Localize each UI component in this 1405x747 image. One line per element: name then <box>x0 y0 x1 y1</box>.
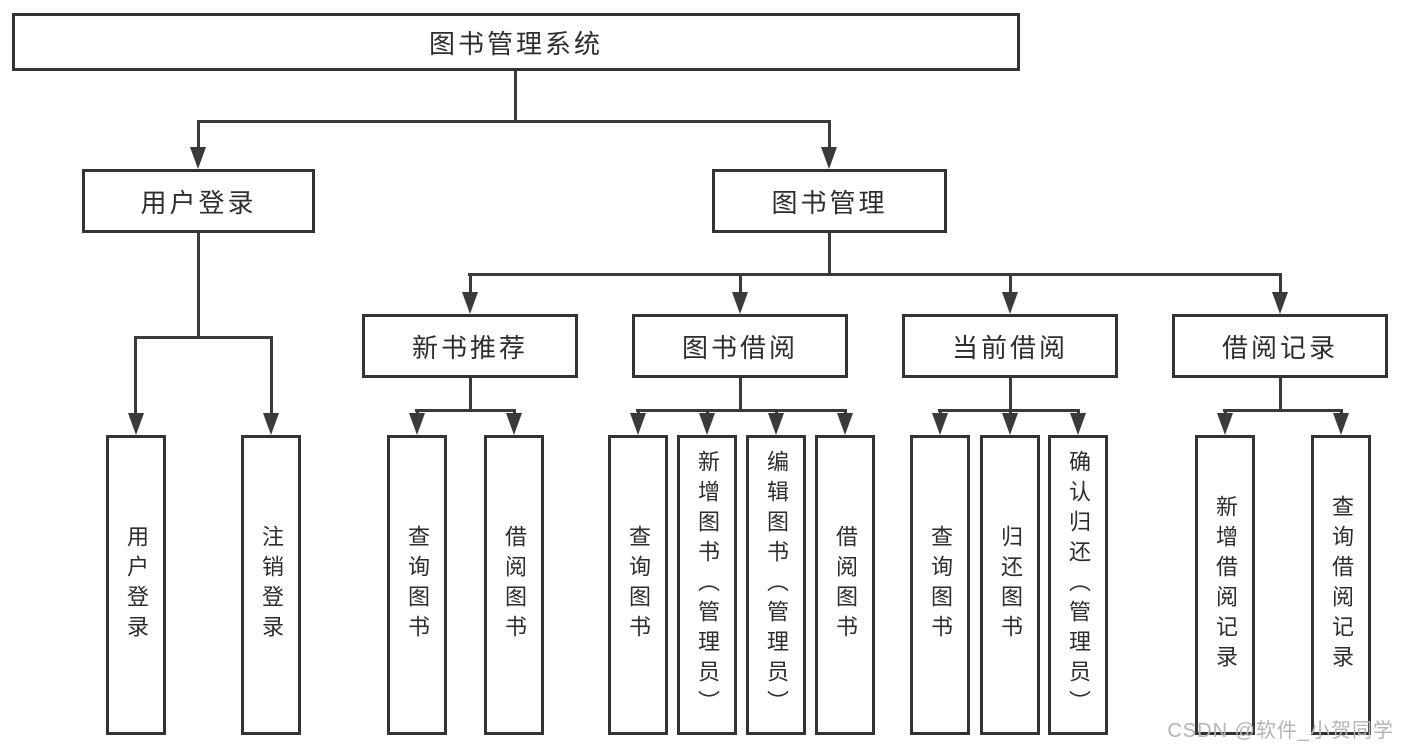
connector-line <box>416 409 419 415</box>
connector-line <box>197 120 200 147</box>
arrowhead-down-icon <box>1217 413 1233 435</box>
leaf-bb-edit-book-admin: 编辑图书（管理员） <box>746 435 806 735</box>
connector-book-mgmt-bar <box>468 273 1282 276</box>
node-label: 确认归还（管理员） <box>1066 450 1091 720</box>
connector-line <box>1279 273 1282 292</box>
leaf-bb-borrow-books: 借阅图书 <box>815 435 875 735</box>
arrowhead-down-icon <box>699 413 715 435</box>
node-label: 用户登录 <box>140 187 257 218</box>
leaf-cb-query-books: 查询图书 <box>910 435 970 735</box>
connector-new-books-bar <box>415 409 516 412</box>
leaf-logout: 注销登录 <box>241 435 301 735</box>
node-label: 图书管理系统 <box>428 28 603 59</box>
leaf-cb-return-books: 归还图书 <box>980 435 1040 735</box>
connector-line <box>1340 409 1343 415</box>
arrowhead-down-icon <box>1333 413 1349 435</box>
connector-records-stem <box>1279 378 1282 409</box>
arrowhead-down-icon <box>821 147 837 169</box>
csdn-watermark: CSDN @软件_小贺同学 <box>1167 720 1394 742</box>
node-label: 查询借阅记录 <box>1329 495 1354 675</box>
leaf-br-add-record: 新增借阅记录 <box>1195 435 1255 735</box>
arrowhead-down-icon <box>732 292 748 314</box>
connector-root-stem <box>514 68 517 120</box>
arrowhead-down-icon <box>190 147 206 169</box>
node-label: 当前借阅 <box>951 332 1068 363</box>
arrowhead-down-icon <box>1002 292 1018 314</box>
connector-line <box>939 409 942 415</box>
node-label: 归还图书 <box>998 525 1023 645</box>
arrowhead-down-icon <box>1002 413 1018 435</box>
arrowhead-down-icon <box>506 413 522 435</box>
arrowhead-down-icon <box>1070 413 1086 435</box>
connector-user-login-stem <box>197 233 200 336</box>
connector-book-borrow-bar <box>636 409 847 412</box>
node-user-login: 用户登录 <box>82 169 315 233</box>
connector-line <box>1009 273 1012 292</box>
leaf-bb-query-books: 查询图书 <box>608 435 668 735</box>
connector-line <box>1009 409 1012 415</box>
connector-root-bar <box>197 120 831 123</box>
connector-line <box>775 409 778 415</box>
arrowhead-down-icon <box>932 413 948 435</box>
connector-line <box>270 336 273 413</box>
arrowhead-down-icon <box>837 413 853 435</box>
node-label: 新增图书（管理员） <box>695 450 720 720</box>
node-label: 查询图书 <box>928 525 953 645</box>
arrowhead-down-icon <box>128 413 144 435</box>
arrowhead-down-icon <box>1272 292 1288 314</box>
node-label: 借阅图书 <box>502 525 527 645</box>
node-library-system: 图书管理系统 <box>12 13 1020 71</box>
leaf-br-query-record: 查询借阅记录 <box>1311 435 1371 735</box>
node-label: 借阅记录 <box>1221 332 1338 363</box>
node-label: 图书借阅 <box>681 332 798 363</box>
node-label: 注销登录 <box>259 525 284 645</box>
node-label: 查询图书 <box>405 525 430 645</box>
connector-line <box>134 336 137 413</box>
arrowhead-down-icon <box>768 413 784 435</box>
connector-line <box>637 409 640 415</box>
leaf-cb-confirm-return-admin: 确认归还（管理员） <box>1048 435 1108 735</box>
leaf-bb-add-book-admin: 新增图书（管理员） <box>677 435 737 735</box>
node-label: 查询图书 <box>626 525 651 645</box>
arrowhead-down-icon <box>630 413 646 435</box>
connector-line <box>513 409 516 415</box>
leaf-user-login: 用户登录 <box>106 435 166 735</box>
node-current-borrowing: 当前借阅 <box>902 314 1118 378</box>
connector-line <box>1224 409 1227 415</box>
node-label: 新增借阅记录 <box>1213 495 1238 675</box>
node-label: 图书管理 <box>771 187 888 218</box>
leaf-new-query-books: 查询图书 <box>387 435 447 735</box>
leaf-new-borrow-books: 借阅图书 <box>484 435 544 735</box>
node-book-borrowing: 图书借阅 <box>632 314 848 378</box>
node-borrowing-records: 借阅记录 <box>1172 314 1388 378</box>
connector-line <box>844 409 847 415</box>
connector-line <box>739 273 742 292</box>
node-new-book-recommend: 新书推荐 <box>362 314 578 378</box>
connector-line <box>706 409 709 415</box>
connector-current-borrow-stem <box>1009 378 1012 409</box>
connector-user-login-bar <box>134 336 273 339</box>
node-book-management: 图书管理 <box>712 169 947 233</box>
connector-line <box>1077 409 1080 415</box>
arrowhead-down-icon <box>462 292 478 314</box>
connector-records-bar <box>1223 409 1343 412</box>
connector-book-borrow-stem <box>739 378 742 409</box>
node-label: 新书推荐 <box>411 332 528 363</box>
connector-new-books-stem <box>469 378 472 409</box>
connector-book-mgmt-stem <box>828 233 831 273</box>
node-label: 编辑图书（管理员） <box>764 450 789 720</box>
arrowhead-down-icon <box>409 413 425 435</box>
connector-line <box>469 273 472 292</box>
connector-line <box>828 120 831 147</box>
node-label: 借阅图书 <box>833 525 858 645</box>
arrowhead-down-icon <box>263 413 279 435</box>
node-label: 用户登录 <box>124 525 149 645</box>
